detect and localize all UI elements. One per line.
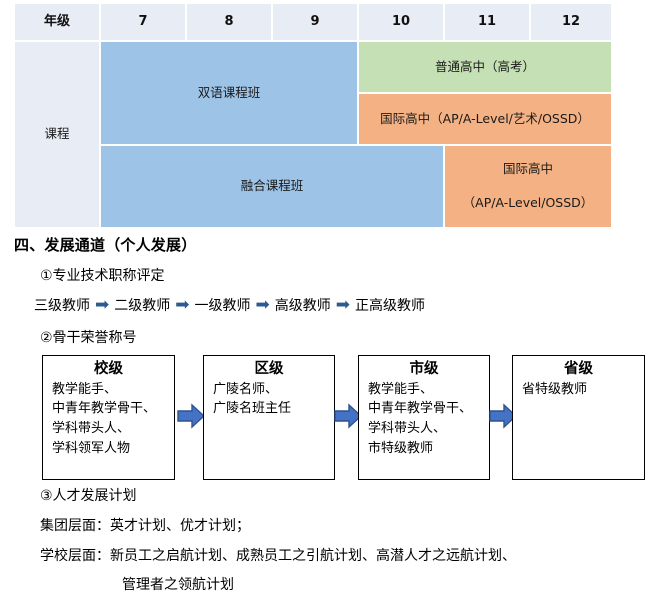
ladder-step-2: 二级教师 [114,298,171,315]
honor-box-title: 校级 [94,361,123,377]
talent-plan-school-level-cont: 管理者之领航计划 [122,577,234,593]
table-header-grade-7: 7 [100,3,186,41]
honor-box-district-level: 区级 广陵名师、 广陵名班主任 [203,355,335,480]
honor-box-items: 教学能手、 中青年教学骨干、 学科带头人、 市特级教师 [359,380,489,459]
honor-box-items: 省特级教师 [513,380,644,400]
cell-bilingual-class: 双语课程班 [100,41,358,145]
cell-international-highschool-tracks: （AP/A-Level/OSSD） [462,195,594,211]
table-header-grade-9: 9 [272,3,358,41]
ladder-step-1: 三级教师 [34,298,90,315]
professional-title-ladder: 三级教师 ➡ 二级教师 ➡ 一级教师 ➡ 高级教师 ➡ 正高级教师 [34,295,425,315]
block-right-arrow-icon [177,403,206,429]
table-header-grade-8: 8 [186,3,272,41]
list-item: 中青年教学骨干、 [368,401,473,417]
honor-box-province-level: 省级 省特级教师 [512,355,645,480]
cell-regular-highschool: 普通高中（高考） [358,41,612,93]
block-right-arrow-icon [334,403,363,429]
table-header-grade-11: 11 [444,3,530,41]
list-item: 市特级教师 [368,440,434,456]
list-item: 学科领军人物 [52,440,131,456]
list-item: 学科带头人、 [52,421,131,437]
honor-box-title: 市级 [409,361,439,377]
list-item: 中青年教学骨干、 [52,401,157,417]
ladder-step-5: 正高级教师 [355,298,425,315]
right-arrow-icon: ➡ [175,295,190,315]
honor-box-items: 教学能手、 中青年教学骨干、 学科带头人、 学科领军人物 [43,380,174,459]
list-item: 学科带头人、 [368,421,447,437]
table-header-grade-10: 10 [358,3,444,41]
list-item-professional-title: ①专业技术职称评定 [40,268,165,284]
list-item: 省特级教师 [522,381,588,397]
cell-international-highschool-integrated: 国际高中 （AP/A-Level/OSSD） [444,145,612,228]
honor-box-school-level: 校级 教学能手、 中青年教学骨干、 学科带头人、 学科领军人物 [42,355,175,480]
honor-box-items: 广陵名师、 广陵名班主任 [204,380,334,420]
honor-box-title: 区级 [254,361,284,377]
cell-international-highschool-name: 国际高中 [502,160,553,176]
list-item-talent-plan: ③人才发展计划 [40,488,137,504]
ladder-step-3: 一级教师 [194,298,251,315]
list-item: 广陵名班主任 [213,401,292,417]
list-item-honor-titles: ②骨干荣誉称号 [40,330,137,346]
list-item: 教学能手、 [368,381,434,397]
honor-box-city-level: 市级 教学能手、 中青年教学骨干、 学科带头人、 市特级教师 [358,355,490,480]
block-right-arrow-icon [489,403,518,429]
table-row-label-course: 课程 [14,41,100,228]
list-item: 广陵名师、 [213,381,279,397]
list-item: 教学能手、 [52,381,118,397]
table-header-grade-label: 年级 [14,3,100,41]
table-header-grade-12: 12 [530,3,612,41]
right-arrow-icon: ➡ [335,295,350,315]
right-arrow-icon: ➡ [255,295,270,315]
cell-integrated-class: 融合课程班 [100,145,444,228]
right-arrow-icon: ➡ [95,295,110,315]
honor-box-title: 省级 [564,361,593,377]
talent-plan-school-level: 学校层面：新员工之启航计划、成熟员工之引航计划、高潜人才之远航计划、 [40,548,516,564]
talent-plan-group-level: 集团层面：英才计划、优才计划； [40,518,250,534]
ladder-step-4: 高级教师 [274,298,331,315]
curriculum-table: 年级 7 8 9 10 11 12 课程 双语课程班 普通高中（高考） 国际高中… [14,3,612,228]
section-title: 四、发展通道（个人发展） [14,236,197,254]
cell-international-highschool-bilingual: 国际高中（AP/A-Level/艺术/OSSD） [358,93,612,145]
